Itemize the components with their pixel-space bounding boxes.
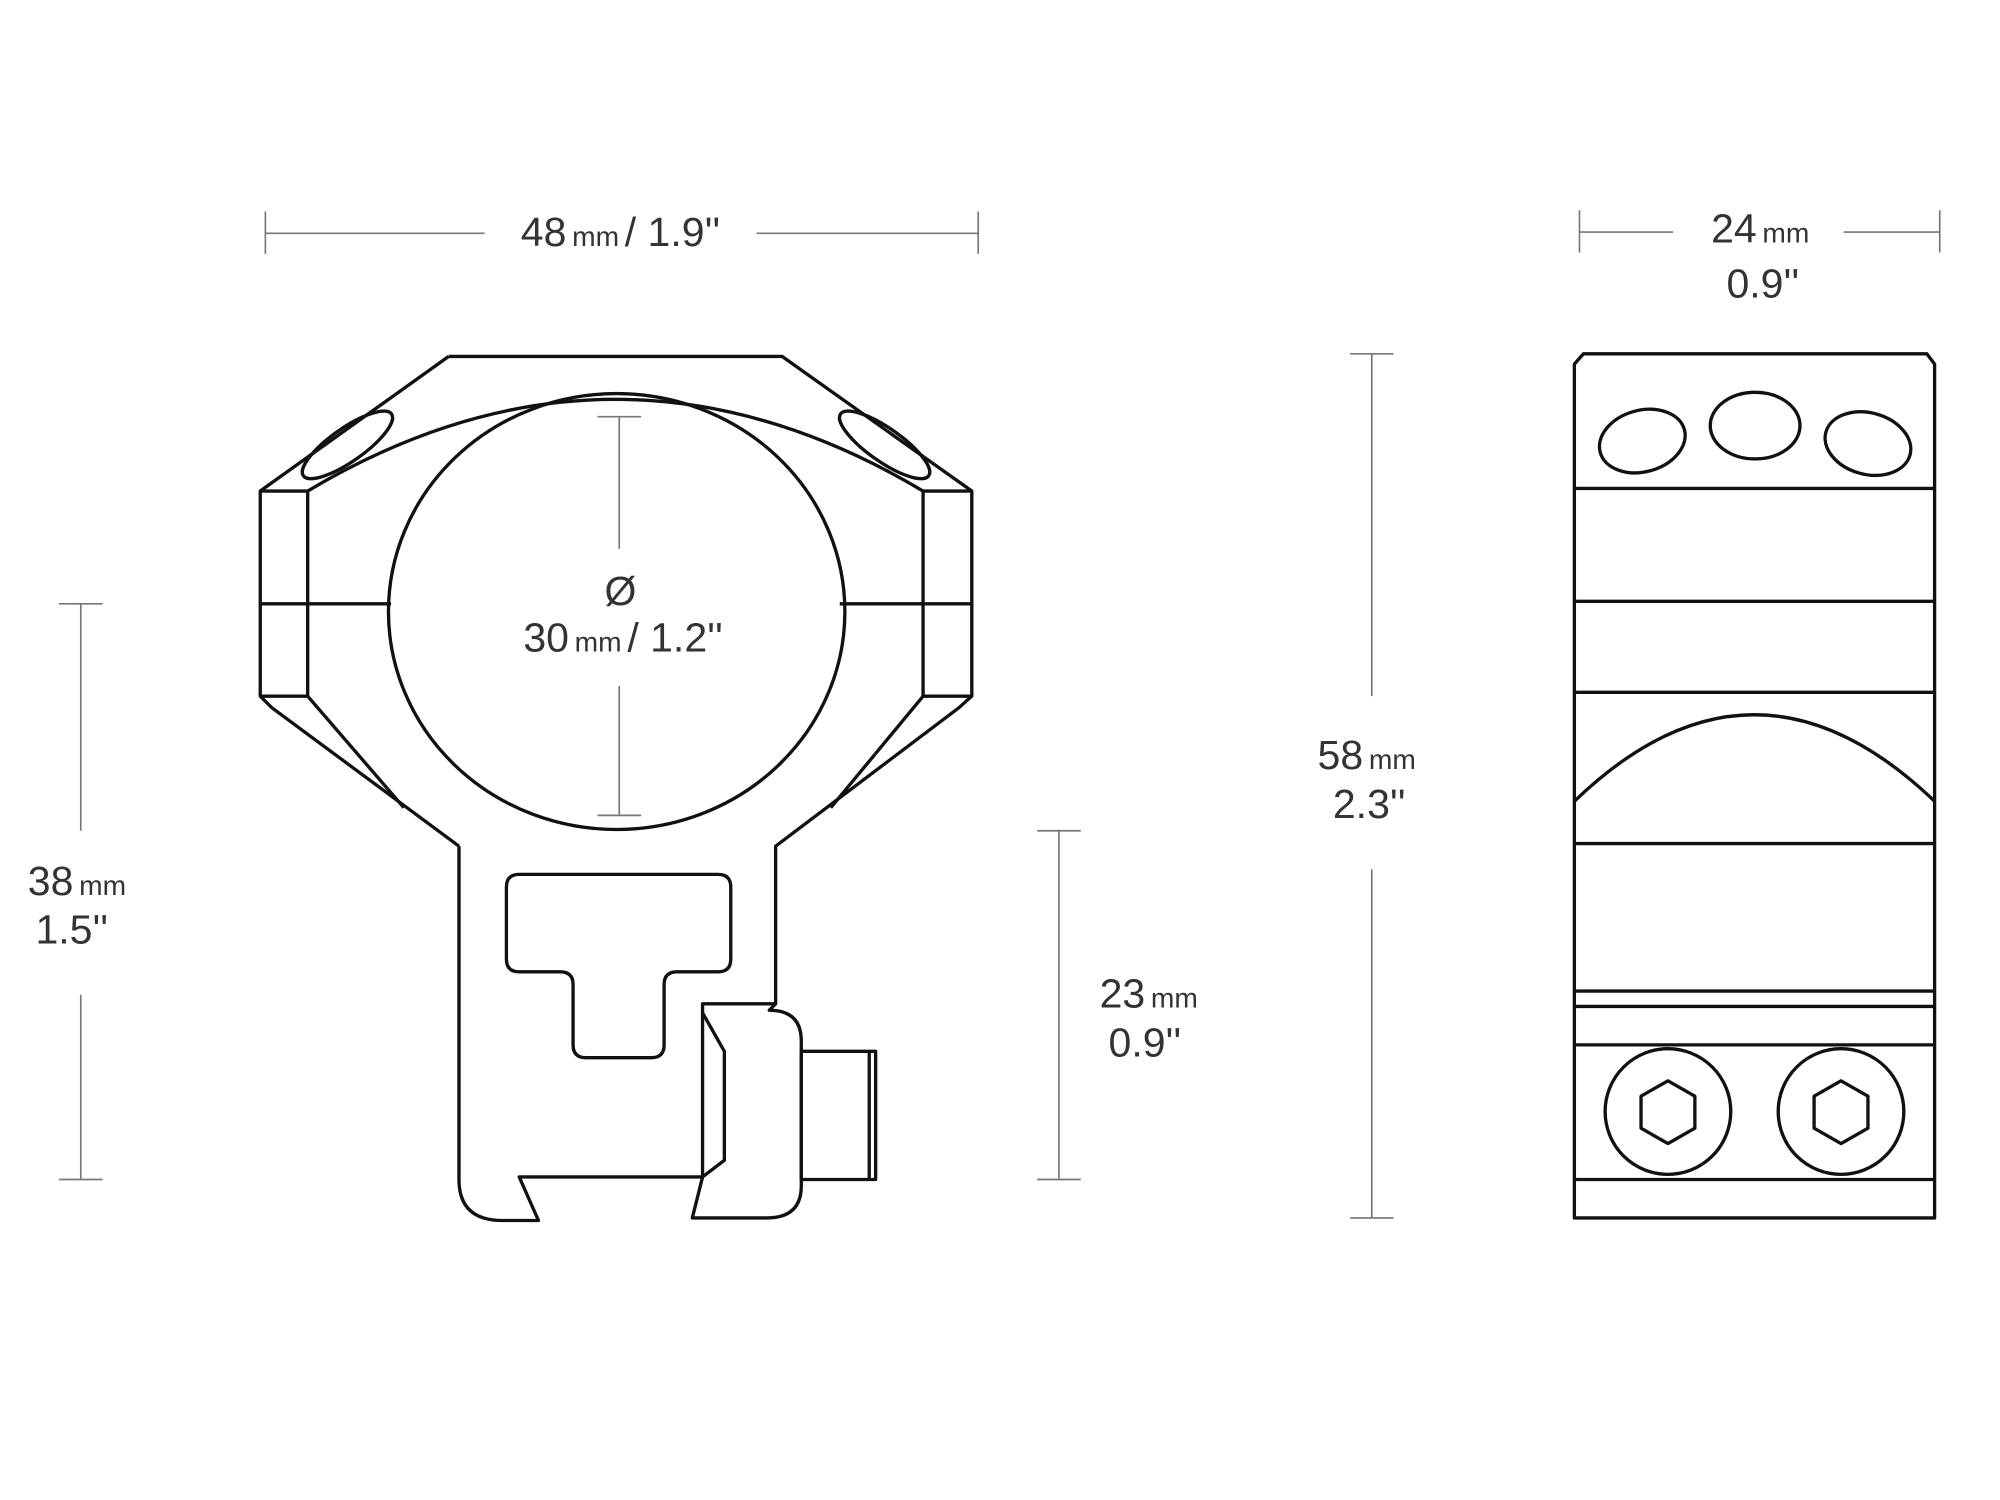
center-height-label: 38 mm xyxy=(28,858,126,904)
front-view xyxy=(258,354,974,1223)
tube-bore xyxy=(386,391,847,832)
base-height-imperial: 0.9'' xyxy=(1109,1019,1182,1065)
base-height-label: 23 mm xyxy=(1100,971,1198,1017)
hex-socket-icon xyxy=(1639,1079,1697,1146)
width-label: 48 mm / 1.9'' xyxy=(521,209,720,255)
side-view xyxy=(1572,352,1937,1220)
center-height-imperial: 1.5'' xyxy=(35,907,108,953)
screw-head xyxy=(1776,1047,1906,1177)
total-height-label: 58 mm xyxy=(1318,732,1416,778)
clamp-bolt xyxy=(799,1049,878,1182)
recoil-lug-slot xyxy=(504,872,733,1060)
diameter-symbol: Ø xyxy=(605,568,637,614)
tube-diameter-label: 30 mm / 1.2'' xyxy=(523,614,722,660)
hex-socket-icon xyxy=(1812,1079,1870,1146)
total-height-imperial: 2.3'' xyxy=(1333,781,1406,827)
dimension-lines xyxy=(58,210,1941,1219)
ring-width-label: 24 mm xyxy=(1711,205,1809,251)
ring-width-imperial: 0.9'' xyxy=(1726,260,1799,306)
screw-head xyxy=(1603,1047,1733,1177)
